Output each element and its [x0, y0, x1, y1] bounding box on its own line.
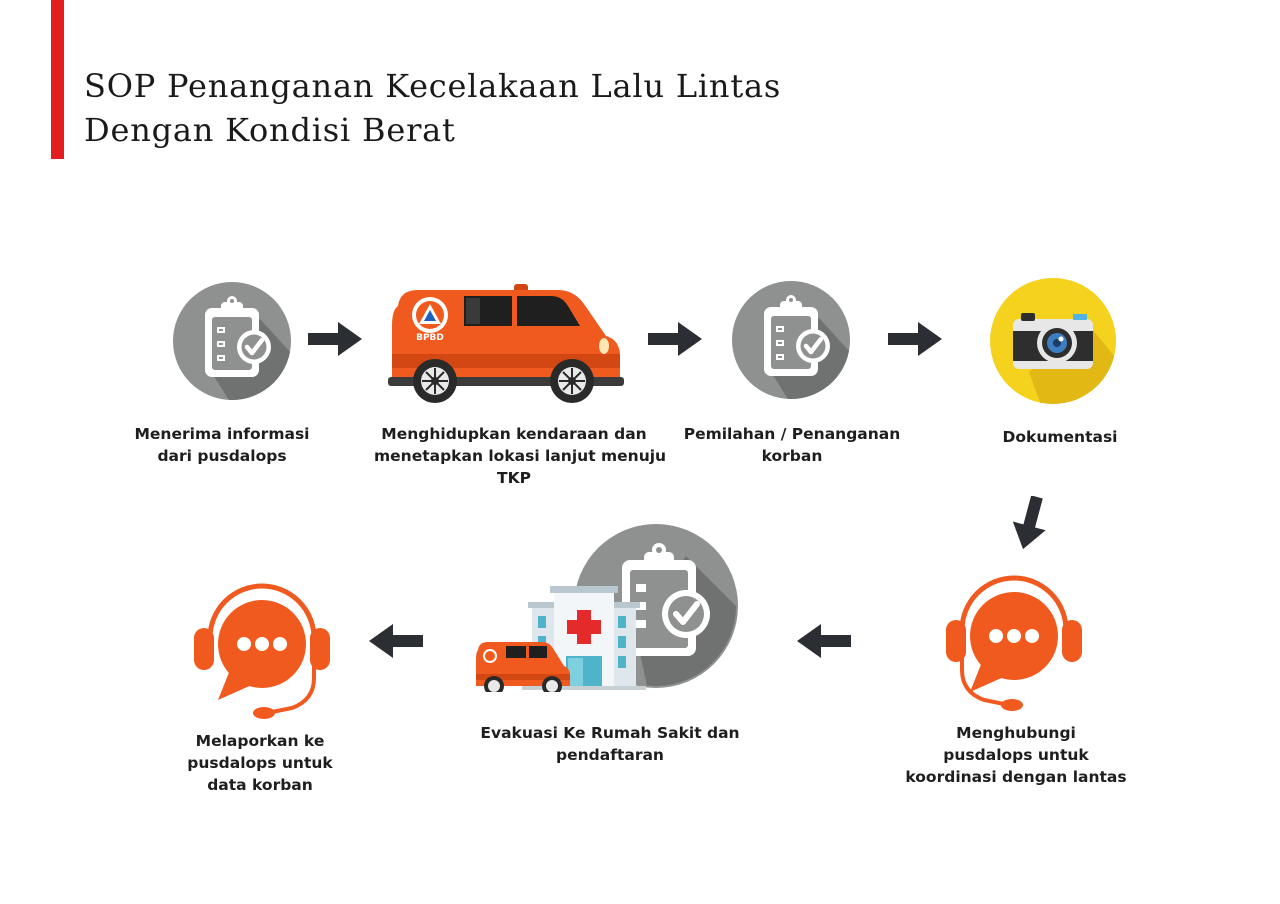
step-7-caption: Melaporkan ke pusdalops untuk data korba…	[170, 730, 350, 796]
headset-chat-icon	[938, 566, 1090, 712]
caption-line: dari pusdalops	[157, 447, 287, 465]
step-6-caption: Evakuasi Ke Rumah Sakit dan pendaftaran	[480, 722, 740, 766]
caption-line: Melaporkan ke	[195, 732, 325, 750]
step-5-caption: Menghubungi pusdalops untuk koordinasi d…	[904, 722, 1128, 788]
hospital-ambulance-icon	[472, 520, 742, 692]
camera-icon	[989, 277, 1117, 405]
step-4-caption: Dokumentasi	[980, 426, 1140, 448]
caption-line: pendaftaran	[556, 746, 664, 764]
ambulance-icon: BPBD	[388, 282, 626, 406]
step-2-caption: Menghidupkan kendaraan dan menetapkan lo…	[374, 423, 667, 489]
clipboard-check-icon	[731, 280, 851, 400]
ambulance-badge-label: BPBD	[416, 333, 444, 343]
arrow-left-icon	[797, 624, 851, 658]
page-title: SOP Penanganan Kecelakaan Lalu Lintas De…	[84, 64, 781, 152]
step-3-caption: Pemilahan / Penanganan korban	[682, 423, 902, 467]
arrow-right-icon	[648, 322, 702, 356]
clipboard-check-icon	[172, 281, 292, 401]
arrow-right-icon	[308, 322, 362, 356]
caption-line: Menerima informasi	[134, 425, 310, 443]
caption-line: pusdalops untuk	[943, 746, 1089, 764]
accent-bar	[51, 0, 64, 159]
arrow-down-icon	[1003, 496, 1057, 550]
caption-line: TKP	[497, 469, 531, 487]
caption-line: korban	[761, 447, 823, 465]
caption-line: Menghubungi	[956, 724, 1076, 742]
step-1-caption: Menerima informasi dari pusdalops	[122, 423, 322, 467]
title-line-2: Dengan Kondisi Berat	[84, 111, 456, 149]
caption-line: Menghidupkan kendaraan dan	[381, 425, 647, 443]
caption-line: Dokumentasi	[1002, 428, 1118, 446]
caption-line: koordinasi dengan lantas	[905, 768, 1127, 786]
caption-line: menetapkan lokasi lanjut menuju	[374, 447, 667, 465]
headset-chat-icon	[186, 574, 338, 720]
caption-line: data korban	[207, 776, 313, 794]
caption-line: Pemilahan / Penanganan	[683, 425, 901, 443]
arrow-left-icon	[369, 624, 423, 658]
title-line-1: SOP Penanganan Kecelakaan Lalu Lintas	[84, 67, 782, 105]
arrow-right-icon	[888, 322, 942, 356]
caption-line: pusdalops untuk	[187, 754, 333, 772]
caption-line: Evakuasi Ke Rumah Sakit dan	[480, 724, 740, 742]
